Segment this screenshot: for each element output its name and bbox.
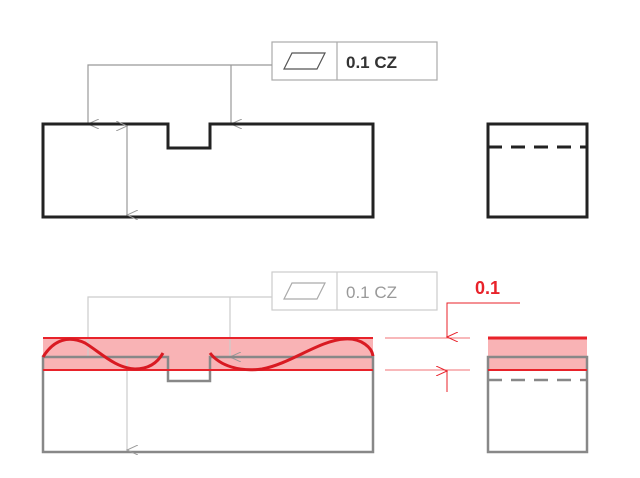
part-front-view-bottom bbox=[41, 355, 375, 454]
tolerance-zone-band-side bbox=[488, 337, 587, 370]
part-side-view-top bbox=[486, 122, 589, 219]
tolerance-zone-dimension bbox=[385, 302, 520, 392]
tolerance-text-bottom: 0.1 CZ bbox=[346, 283, 397, 302]
flatness-icon bbox=[283, 52, 326, 70]
leader-lines-top bbox=[88, 64, 272, 124]
tolerance-zone-label: 0.1 bbox=[475, 278, 500, 298]
tolerance-zone-boundaries bbox=[43, 336, 587, 371]
tolerance-zone-band-front bbox=[43, 337, 373, 370]
feature-control-frame-top: 0.1 CZ bbox=[271, 41, 438, 81]
bottom-view: 0.1 CZ 0.1 bbox=[41, 271, 589, 454]
part-front-view-top bbox=[41, 122, 375, 219]
actual-surface-curve bbox=[41, 337, 375, 372]
flatness-icon bbox=[283, 282, 326, 300]
top-view: 0.1 CZ bbox=[41, 41, 589, 219]
tolerance-text-top: 0.1 CZ bbox=[346, 53, 397, 72]
feature-control-frame-bottom: 0.1 CZ bbox=[271, 271, 438, 311]
part-side-view-bottom bbox=[486, 355, 589, 454]
